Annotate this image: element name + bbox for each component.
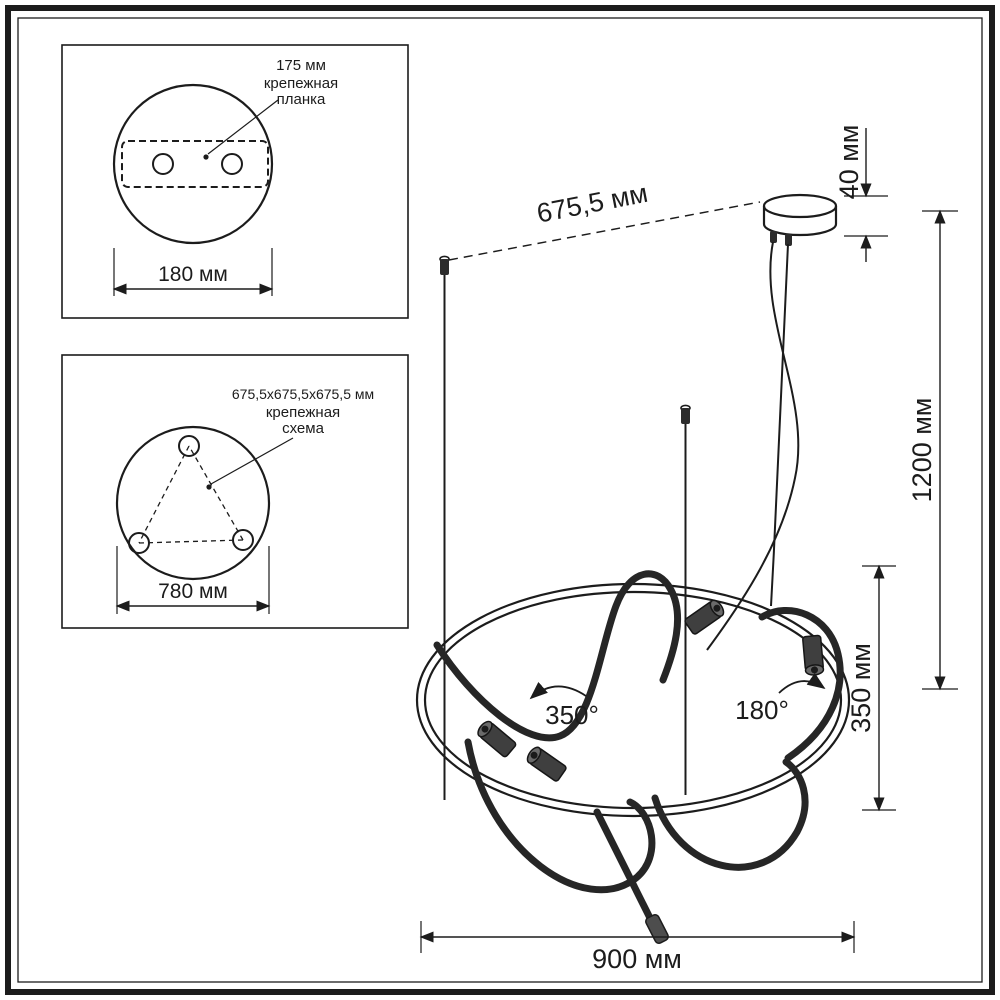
flex-tube-bottom-left-loop: [464, 738, 656, 894]
scheme-edge-bottom: [138, 539, 244, 544]
main-drawing: 675,5 мм 40 мм 1200 мм 350 мм: [415, 125, 958, 974]
cable-fitting: [440, 259, 449, 275]
cable-fitting: [681, 408, 690, 424]
canopy-bottom: [762, 223, 838, 237]
screw-hole-left: [152, 153, 174, 175]
suspension-cable-middle: [680, 404, 691, 795]
inset-border: [61, 354, 409, 629]
angle-left-label: 350°: [545, 700, 599, 730]
dim-1200: 1200 мм: [907, 209, 958, 691]
dim-40: 40 мм: [834, 125, 888, 262]
spotlight-lens: [481, 725, 489, 733]
cable-gland-right: [785, 234, 792, 246]
inner-frame: [17, 17, 983, 983]
end-cap-body: [645, 913, 669, 945]
scheme-edge-right: [188, 445, 244, 541]
spotlight-top: [684, 599, 725, 635]
rotation-angle-right: 180°: [735, 672, 826, 725]
mounting-plate-inset: 175 мм крепежная планка 180 мм: [61, 44, 409, 319]
canopy-outline-circle: [112, 83, 274, 245]
flex-tube-bottom-right-loop: [651, 758, 809, 871]
spotlight-bottom: [526, 746, 567, 782]
spotlight-lens: [530, 751, 538, 759]
plate-caption-line1: крепежная: [264, 75, 338, 92]
dim-350: 350 мм: [846, 564, 896, 812]
flex-tube: [433, 570, 844, 926]
rotation-arrow-right: [778, 672, 826, 694]
outer-frame: [5, 5, 995, 995]
rotation-angle-left: 350°: [529, 681, 599, 730]
canopy-top: [762, 193, 838, 219]
total-height-label: 1200 мм: [907, 398, 937, 503]
mount-point-top: [178, 435, 200, 457]
cable-gland-left: [770, 231, 777, 243]
scheme-dim-label: 675,5x675,5x675,5 мм: [232, 386, 374, 402]
dashed-dimension-line: [448, 201, 761, 261]
leader-dot: [206, 484, 212, 490]
dim-900: 900 мм: [419, 921, 856, 974]
scheme-caption-line1: крепежная: [266, 404, 340, 421]
canopy-wire-straight: [770, 243, 789, 607]
spotlight-right: [802, 634, 825, 676]
leader-line: [207, 99, 279, 155]
plate-dim-label: 175 мм: [276, 57, 326, 74]
leader-line: [210, 437, 294, 485]
scheme-caption-line2: схема: [282, 420, 324, 437]
scheme-outline-circle: [115, 425, 271, 581]
flex-tube-right-loop: [758, 607, 844, 762]
inset-border: [61, 44, 409, 319]
mounting-scheme-inset: 675,5x675,5x675,5 мм крепежная схема 780…: [61, 354, 409, 629]
dim-180: 180 мм: [112, 248, 274, 296]
scheme-width-label: 780 мм: [158, 580, 228, 603]
dim-780: 780 мм: [115, 546, 271, 614]
leader-dot: [203, 154, 209, 160]
ring-inner: [423, 590, 843, 810]
dim-675-diagonal: 675,5 мм: [448, 178, 761, 261]
scheme-edge-left: [138, 445, 190, 544]
angle-right-label: 180°: [735, 695, 789, 725]
flex-tube-left-wave: [433, 570, 682, 742]
rotation-arrow-left: [529, 681, 587, 700]
flex-tube-end-segment: [593, 808, 656, 926]
screw-hole-right: [221, 153, 243, 175]
plate-caption-line2: планка: [277, 91, 326, 108]
suspension-cable-left: [439, 255, 450, 800]
spotlight-lens: [810, 666, 818, 674]
canopy-width-label: 180 мм: [158, 263, 228, 286]
mounting-plate-dashed-outline: [121, 140, 269, 188]
ceiling-canopy: [762, 193, 838, 246]
flex-tube-end-cap: [645, 913, 669, 945]
canopy-height-label: 40 мм: [834, 125, 864, 200]
diagonal-dim-label: 675,5 мм: [534, 178, 650, 229]
spotlight-lens: [713, 604, 721, 612]
spotlight-left: [477, 720, 517, 758]
fixture-height-label: 350 мм: [846, 643, 876, 733]
fixture-width-label: 900 мм: [592, 944, 682, 974]
